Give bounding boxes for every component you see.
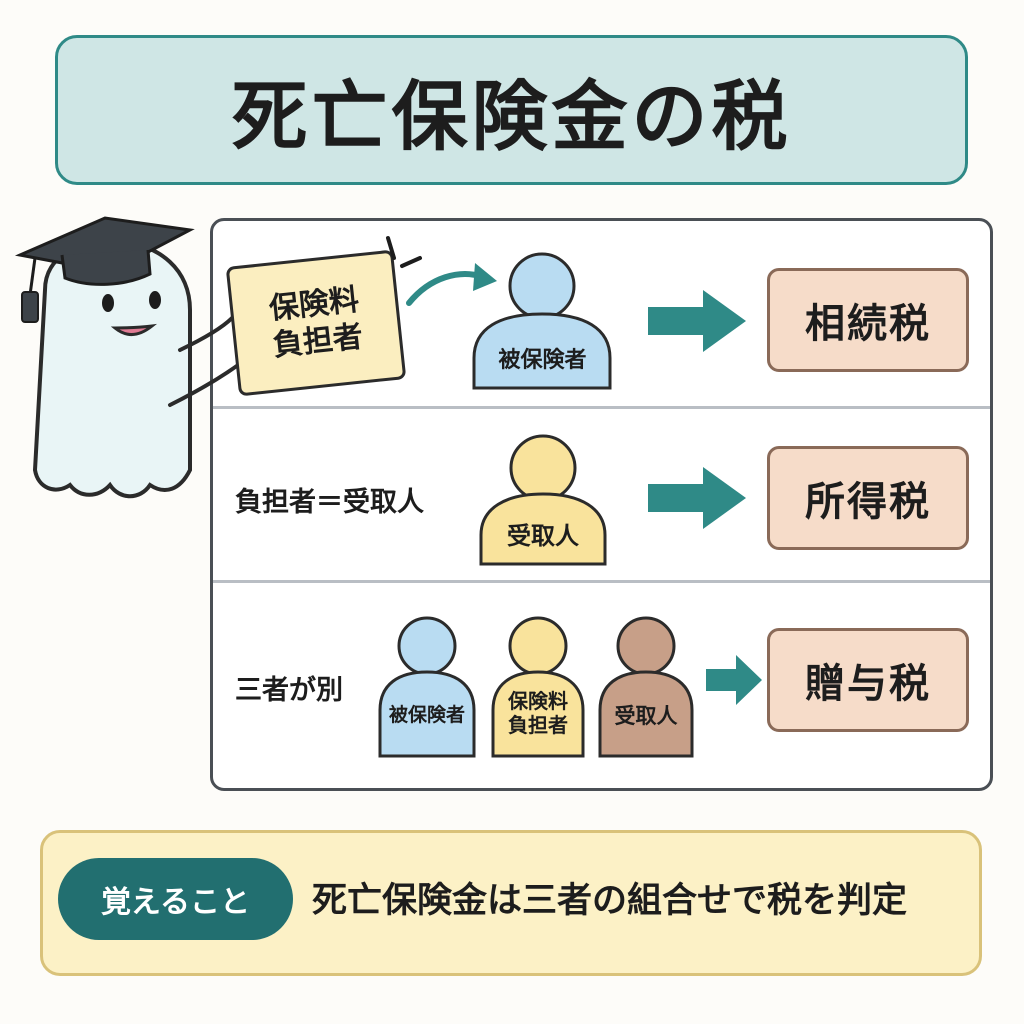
person-icon: [472, 252, 612, 390]
person-label: 被保険者: [498, 348, 587, 373]
row-label-three-different: 三者が別: [235, 675, 343, 706]
receiver-person: 受取人: [478, 430, 608, 568]
person-label: 被保険者: [388, 704, 465, 726]
memo-badge: 覚えること: [58, 858, 293, 940]
graduation-cap-icon: [14, 216, 195, 323]
right-arrow-icon: [706, 655, 762, 705]
ghost-mascot-icon: [14, 216, 240, 499]
row-divider: [213, 580, 990, 583]
person-label: 受取人: [614, 704, 678, 728]
page-title: 死亡保険金の税: [231, 72, 792, 161]
receiver-person: 受取人: [597, 612, 695, 760]
right-arrow-icon: [648, 290, 746, 352]
person-label-line1: 保険料: [508, 689, 568, 713]
person-label: 受取人: [507, 522, 579, 550]
tax-box-gift: 贈与税: [767, 628, 969, 732]
ghost-mouth: [110, 323, 158, 336]
person-icon: [491, 616, 585, 758]
right-arrow-icon: [648, 467, 746, 529]
insured-person: 被保険者: [377, 612, 477, 760]
person-icon: [598, 616, 694, 758]
sparkle-icon: [386, 236, 422, 268]
row-divider: [213, 406, 990, 409]
curved-arrow-icon: [406, 263, 497, 306]
title-banner: 死亡保険金の税: [55, 35, 968, 185]
ghost-eye: [102, 294, 114, 312]
person-label-line2: 負担者: [508, 712, 568, 737]
tax-box-income: 所得税: [767, 446, 969, 550]
person-icon: [378, 616, 476, 758]
tax-box-inheritance: 相続税: [767, 268, 969, 372]
memo-text: 死亡保険金は三者の組合せで税を判定: [312, 881, 908, 921]
row-label-payer-equals-receiver: 負担者＝受取人: [235, 487, 424, 518]
payer-person: 保険料 負担者: [490, 612, 586, 760]
insured-person: 被保険者: [470, 248, 615, 393]
ghost-eye: [149, 291, 161, 309]
payer-card-line2: 負担者: [271, 319, 365, 364]
person-icon: [479, 434, 607, 566]
